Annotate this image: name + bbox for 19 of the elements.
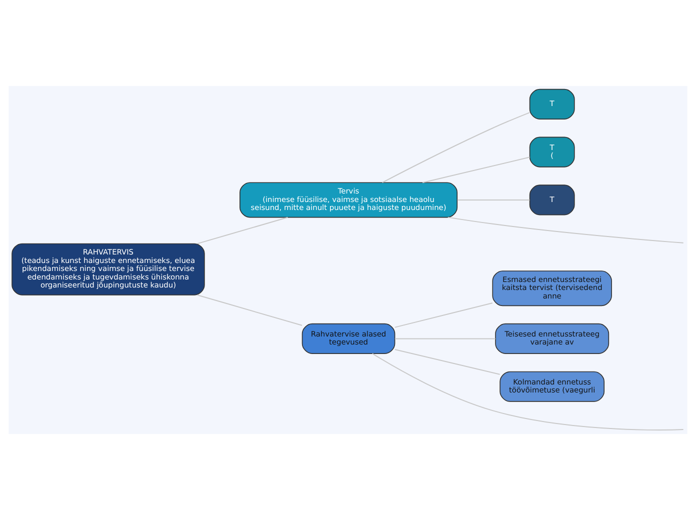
- node-box: Tervis (inimese füüsilise, vaimse ja sotsiaalse heaolu seisund, mitte ainult puuete ja haiguste puudumine): [240, 182, 458, 218]
- connector: [456, 199, 530, 200]
- connector: [382, 112, 530, 184]
- connector: [394, 349, 500, 375]
- connector: [422, 156, 530, 184]
- node-box: T: [529, 88, 575, 120]
- connector: [196, 294, 302, 326]
- node-box: Esmased ennetusstrateegi kaitsta tervist (tervisedend anne: [492, 270, 612, 306]
- connector: [447, 216, 684, 244]
- connector: [372, 353, 684, 430]
- node-box: Rahvatervise alased tegevused: [302, 323, 396, 354]
- node-box: Kolmandad ennetuss töövõimetuse (vaegurli: [500, 371, 605, 402]
- connector: [196, 216, 288, 244]
- node-box: RAHVATERVIS (teadus ja kunst haiguste ennetamiseks, eluea pikendamiseks ning vaimse ja füüsilise tervise edendamiseks ja tugevdamiseks ühiskonna organiseeritud jõupingutuste kaudu): [12, 243, 205, 296]
- connector: [394, 302, 493, 328]
- node-box: T: [529, 184, 575, 216]
- node-box: Teisesed ennetusstrateeg varajane av: [495, 323, 610, 354]
- node-box: T (: [529, 136, 575, 168]
- connector: [394, 338, 496, 340]
